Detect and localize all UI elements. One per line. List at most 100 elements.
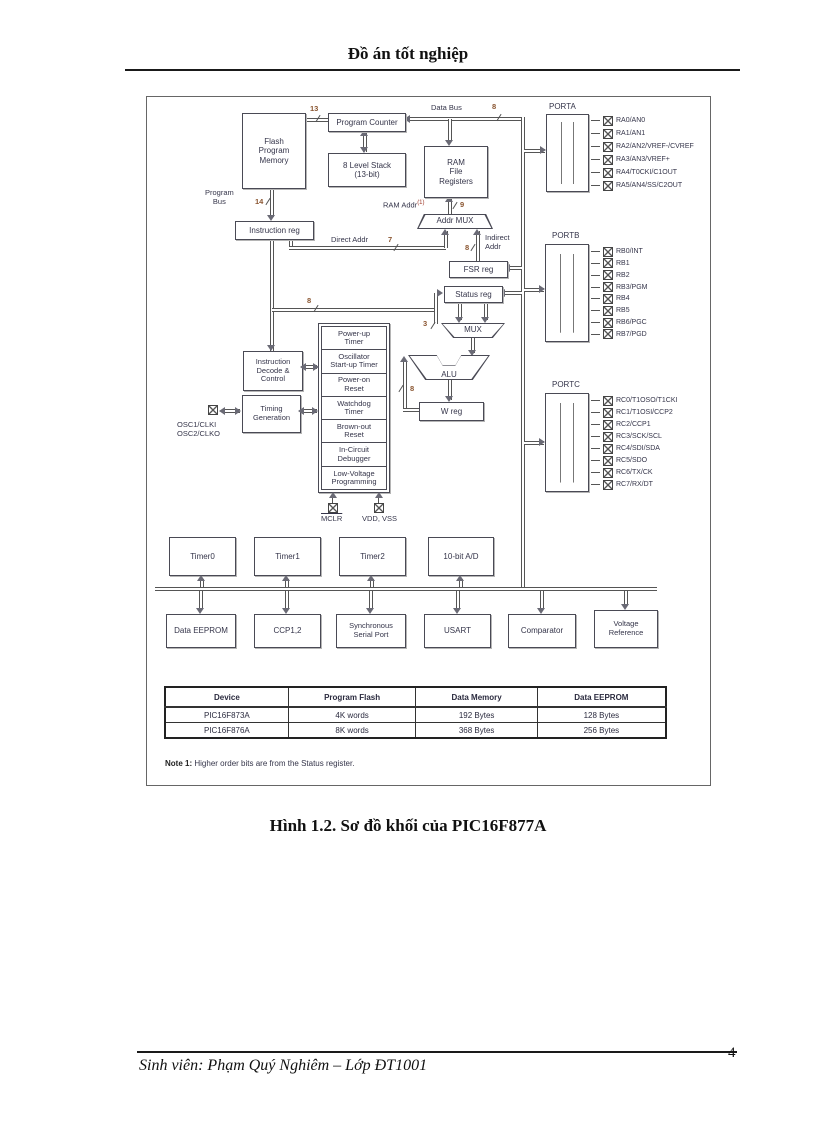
pin-icon: [603, 479, 613, 490]
port-pin: RC3/SCK/SCL: [591, 431, 677, 442]
arrow-icon: [404, 115, 410, 123]
timer0-block: Timer0: [169, 537, 236, 576]
port-pin: RB3/PGM: [591, 282, 648, 293]
pin-label: RB2: [616, 271, 630, 279]
fsr-feed: [506, 266, 522, 270]
arrow-icon: [375, 492, 383, 498]
pin-icon: [603, 246, 613, 257]
pin-label: RB0/INT: [616, 248, 643, 255]
arrow-icon: [219, 407, 225, 415]
pin-icon: [603, 395, 613, 406]
port-pin: RC5/SDO: [591, 455, 677, 466]
port-pin: RB2: [591, 270, 648, 281]
mclr-pin-icon: [328, 503, 338, 513]
indirect-addr-bus: [476, 231, 480, 261]
arrow-icon: [267, 215, 275, 221]
bus-width-14: 14: [255, 197, 264, 206]
osc-timing-bus: [222, 409, 240, 413]
arrow-icon: [282, 575, 290, 581]
bus-slash: [452, 201, 458, 210]
col-header-data-memory: Data Memory: [415, 686, 538, 708]
timer2-block: Timer2: [339, 537, 406, 576]
pin-label: RA1/AN1: [616, 130, 646, 137]
device-table: Device Program Flash Data Memory Data EE…: [164, 686, 667, 739]
arrow-icon: [473, 229, 481, 235]
pin-label: RC2/CCP1: [616, 421, 651, 428]
mux-alu-line: [471, 338, 475, 353]
portc-block: [545, 393, 589, 492]
table-row: PIC16F873A 4K words 192 Bytes 128 Bytes: [164, 706, 667, 723]
cell-program-flash: 4K words: [287, 706, 417, 723]
portc-title: PORTC: [552, 380, 580, 389]
arrow-icon: [445, 196, 453, 202]
bus-width-3: 3: [423, 319, 428, 328]
arrow-icon: [282, 608, 290, 614]
arrow-icon: [400, 356, 408, 362]
arrow-icon: [481, 317, 489, 323]
comparator-link: [540, 591, 544, 608]
w-reg-block: W reg: [419, 402, 484, 421]
data-bus: [404, 117, 524, 121]
mux-in-left: [458, 301, 462, 320]
arrow-icon: [235, 407, 241, 415]
pin-label: RB4: [616, 295, 630, 303]
table-row: PIC16F876A 8K words 368 Bytes 256 Bytes: [164, 722, 667, 739]
mclr-line: [332, 494, 333, 503]
note-text: Higher order bits are from the Status re…: [194, 759, 355, 768]
arrow-icon: [312, 407, 318, 415]
pin-icon: [603, 154, 613, 165]
pin-label: RA5/AN4/SS/C2OUT: [616, 182, 683, 189]
port-pin: RC0/T1OSO/T1CKI: [591, 395, 677, 406]
pin-icon: [603, 305, 613, 316]
alu-wreg-line: [448, 380, 452, 400]
timer1-link: [285, 579, 289, 587]
ccp-block: CCP1,2: [254, 614, 321, 648]
vdd-line: [378, 494, 379, 503]
arrow-icon: [445, 396, 453, 402]
alu-body: [409, 356, 489, 379]
arrow-icon: [445, 140, 453, 146]
pin-line: [591, 262, 600, 264]
literal-up-line: [434, 293, 438, 310]
pin-label: RB7/PGD: [616, 330, 647, 338]
oscillator-start-up-timer-block: Oscillator Start-up Timer: [321, 349, 387, 373]
port-pin: RA3/AN3/VREF+: [591, 154, 694, 165]
pin-line: [591, 298, 600, 300]
pin-line: [591, 460, 600, 461]
instruction-decode-block: Instruction Decode & Control: [243, 351, 303, 391]
usart-block: USART: [424, 614, 491, 648]
pin-icon: [603, 141, 613, 152]
pin-icon: [603, 455, 613, 466]
timing-support-bus: [301, 409, 317, 413]
figure-caption: Hình 1.2. Sơ đồ khối của PIC16F877A: [269, 816, 547, 835]
instruction-reg-block: Instruction reg: [235, 221, 314, 240]
col-header-program-flash: Program Flash: [287, 686, 417, 708]
port-pin: RA2/AN2/VREF-/CVREF: [591, 141, 694, 152]
osc-pin-icon: [208, 405, 218, 415]
arrow-icon: [453, 608, 461, 614]
pin-line: [591, 400, 600, 401]
pin-label: RC7/RX/DT: [616, 481, 653, 488]
ram-addr-superscript: (1): [417, 200, 425, 206]
table-header-row: Device Program Flash Data Memory Data EE…: [164, 686, 667, 708]
pin-icon: [603, 431, 613, 442]
cell-data-memory: 192 Bytes: [415, 706, 538, 723]
literal-bus: [272, 308, 436, 312]
arrow-icon: [437, 289, 443, 297]
pin-icon: [603, 180, 613, 191]
port-pin: RA4/T0CKI/C1OUT: [591, 167, 694, 178]
flash-program-memory-block: Flash Program Memory: [242, 113, 306, 189]
data-eeprom-block: Data EEPROM: [166, 614, 236, 648]
ssp-link: [369, 591, 373, 608]
pin-label: RC5/SDO: [616, 457, 648, 464]
ir-decode-line: [270, 238, 274, 351]
pin-line: [591, 333, 600, 335]
arrow-icon: [366, 608, 374, 614]
vdd-pin-icon: [374, 503, 384, 513]
portb-block: [545, 244, 589, 342]
pin-line: [591, 146, 600, 147]
pc-stack-bus: [363, 131, 367, 152]
cell-data-eeprom: 128 Bytes: [536, 706, 667, 723]
mux-label: MUX: [464, 325, 482, 334]
